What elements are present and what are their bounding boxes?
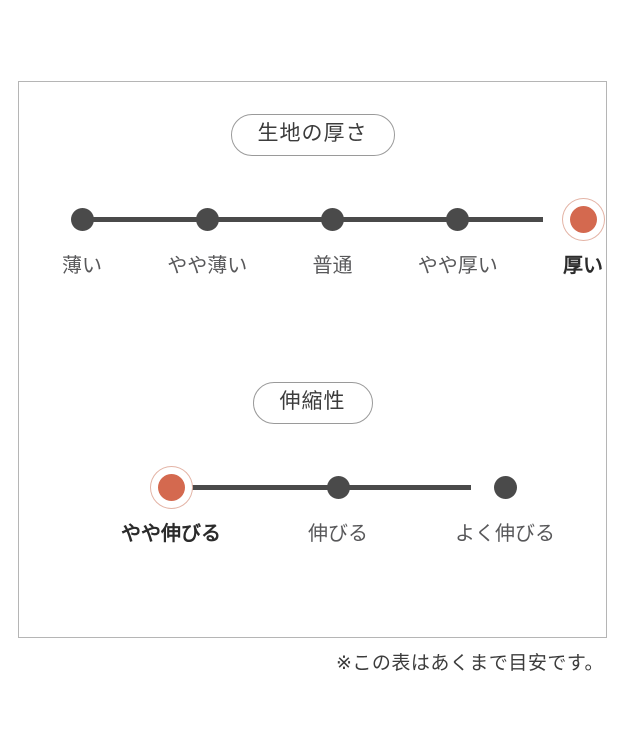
- spec-footnote: ※この表はあくまで目安です。: [335, 653, 604, 674]
- fabric-thickness-stop-2[interactable]: [321, 208, 344, 232]
- fabric-stretch-label-0-selected: やや伸びる: [121, 523, 221, 546]
- fabric-thickness-label-0: 薄い: [62, 255, 102, 278]
- fabric-stretch-label-2: よく伸びる: [455, 523, 555, 546]
- fabric-stretch-section: 伸縮性 やや伸びる 伸びる よく伸びる: [19, 382, 606, 551]
- fabric-stretch-label-1: 伸びる: [308, 523, 368, 546]
- fabric-thickness-label-3: やや厚い: [417, 255, 498, 278]
- fabric-stretch-header-row: 伸縮性: [19, 382, 606, 425]
- fabric-stretch-title-pill: 伸縮性: [252, 382, 373, 425]
- fabric-thickness-label-2: 普通: [312, 255, 353, 278]
- fabric-thickness-track-wrap: [19, 192, 606, 250]
- fabric-stretch-labels: やや伸びる 伸びる よく伸びる: [121, 521, 555, 551]
- fabric-thickness-label-4-selected: 厚い: [563, 255, 603, 278]
- fabric-thickness-stop-0[interactable]: [70, 208, 94, 232]
- fabric-stretch-rail: [171, 485, 471, 491]
- fabric-thickness-labels: 薄い やや薄い 普通 やや厚い 厚い: [62, 253, 603, 283]
- fabric-stretch-track: [153, 460, 517, 518]
- fabric-thickness-rail: [82, 217, 543, 223]
- fabric-stretch-stop-1[interactable]: [326, 476, 350, 500]
- fabric-thickness-header-row: 生地の厚さ: [19, 114, 606, 157]
- fabric-thickness-stop-4-selected[interactable]: [569, 206, 597, 234]
- fabric-stretch-labels-row: やや伸びる 伸びる よく伸びる: [19, 521, 606, 551]
- fabric-stretch-track-wrap: [19, 460, 606, 518]
- fabric-thickness-section: 生地の厚さ 薄い やや薄い 普通 やや厚い 厚い: [19, 114, 606, 283]
- fabric-stretch-stop-0-selected[interactable]: [157, 474, 185, 502]
- fabric-thickness-track: [64, 192, 597, 250]
- fabric-stretch-stop-2[interactable]: [493, 476, 517, 500]
- fabric-spec-card: 生地の厚さ 薄い やや薄い 普通 やや厚い 厚い 伸縮性: [18, 81, 607, 638]
- fabric-thickness-stop-1[interactable]: [195, 208, 219, 232]
- fabric-thickness-stop-3[interactable]: [446, 208, 470, 232]
- fabric-thickness-labels-row: 薄い やや薄い 普通 やや厚い 厚い: [19, 253, 606, 283]
- fabric-thickness-label-1: やや薄い: [167, 255, 248, 278]
- fabric-thickness-title-pill: 生地の厚さ: [230, 114, 395, 157]
